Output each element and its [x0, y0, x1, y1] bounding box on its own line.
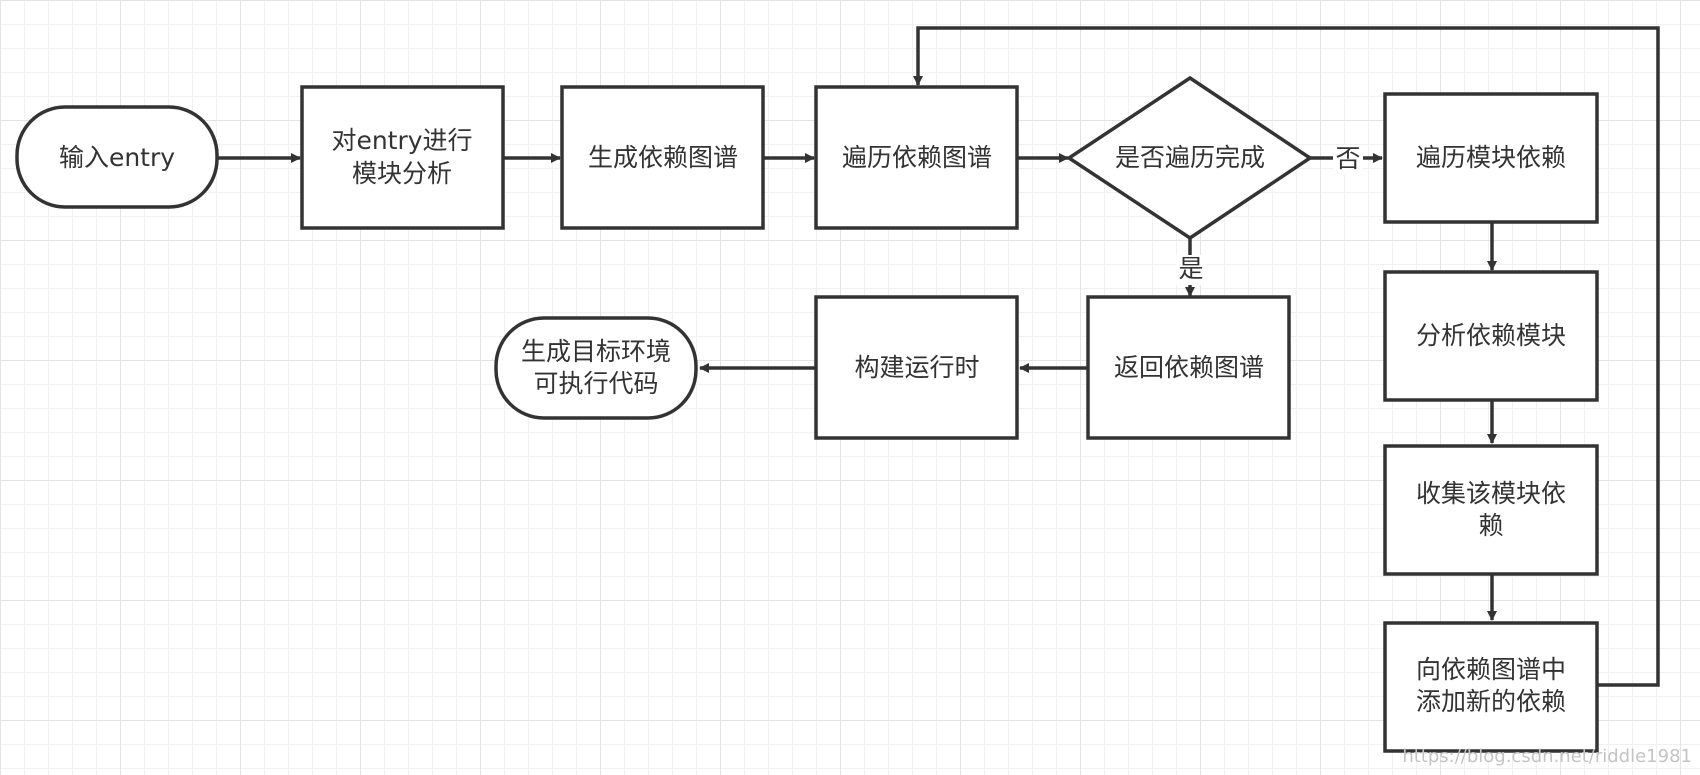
node-return-graph: 返回依赖图谱 — [1086, 295, 1291, 440]
edge-label-bg-no — [1333, 145, 1363, 175]
edge-label-bg-yes — [1176, 255, 1206, 285]
edge-add-loop-to-traverse — [913, 26, 1660, 687]
node-gen-target-code-line-1: 生成目标环境 — [521, 337, 671, 366]
node-gen-target-code: 生成目标环境 可执行代码 — [494, 316, 698, 420]
node-add-new-deps: 向依赖图谱中 添加新的依赖 — [1383, 621, 1599, 753]
node-add-new-deps-line-2: 添加新的依赖 — [1416, 687, 1566, 716]
node-analyze-entry-line-2: 模块分析 — [352, 159, 452, 188]
node-analyze-entry-line-1: 对entry进行 — [331, 126, 472, 155]
node-generate-graph-text: 生成依赖图谱 — [588, 143, 738, 172]
node-traverse-done-text: 是否遍历完成 — [1115, 143, 1265, 172]
node-input-entry-text: 输入entry — [59, 143, 175, 172]
node-gen-target-code-line-2: 可执行代码 — [533, 369, 658, 398]
node-analyze-dep-module-text: 分析依赖模块 — [1416, 321, 1566, 350]
node-build-runtime: 构建运行时 — [814, 295, 1019, 440]
node-traverse-graph-text: 遍历依赖图谱 — [842, 143, 992, 172]
edge-label-yes: 是 — [1178, 254, 1203, 283]
node-traverse-module-deps: 遍历模块依赖 — [1383, 92, 1599, 224]
node-analyze-dep-module: 分析依赖模块 — [1383, 270, 1599, 402]
node-traverse-graph: 遍历依赖图谱 — [814, 85, 1019, 230]
node-build-runtime-text: 构建运行时 — [854, 353, 979, 382]
node-analyze-entry: 对entry进行 模块分析 — [300, 85, 505, 230]
node-traverse-module-deps-text: 遍历模块依赖 — [1416, 143, 1566, 172]
node-input-entry: 输入entry — [15, 105, 219, 209]
node-collect-module-deps: 收集该模块依 赖 — [1383, 444, 1599, 576]
node-return-graph-text: 返回依赖图谱 — [1114, 353, 1264, 382]
node-add-new-deps-line-1: 向依赖图谱中 — [1416, 655, 1566, 684]
node-collect-module-deps-line-1: 收集该模块依 — [1416, 479, 1566, 508]
node-traverse-done-decision: 是否遍历完成 — [1065, 75, 1314, 241]
edge-label-no: 否 — [1335, 144, 1360, 173]
node-generate-graph: 生成依赖图谱 — [560, 85, 765, 230]
node-collect-module-deps-line-2: 赖 — [1478, 511, 1503, 540]
watermark-text: https://blog.csdn.net/riddle1981 — [1402, 746, 1692, 767]
